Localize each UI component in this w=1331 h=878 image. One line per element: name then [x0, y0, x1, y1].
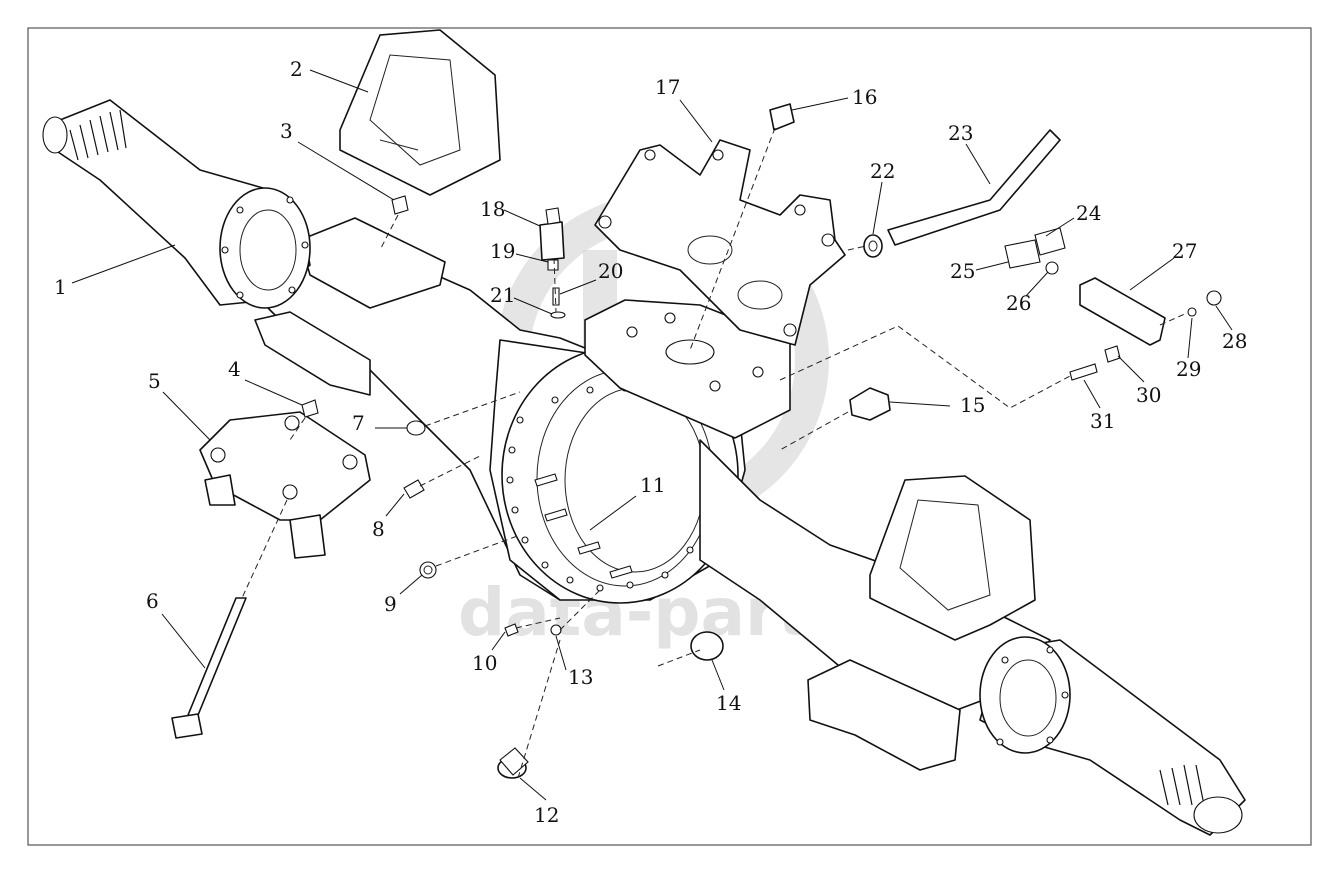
callout-23: 23	[948, 121, 973, 145]
callout-21: 21	[490, 283, 515, 307]
callout-16: 16	[852, 85, 877, 109]
diagram-frame	[27, 27, 1312, 846]
callout-9: 9	[384, 592, 397, 616]
callout-29: 29	[1176, 357, 1201, 381]
callout-27: 27	[1172, 239, 1197, 263]
callout-6: 6	[146, 589, 159, 613]
callout-11: 11	[640, 473, 665, 497]
assembly-lines	[241, 127, 1188, 779]
callout-24: 24	[1076, 201, 1101, 225]
spring-seat-upper-right	[869, 475, 1036, 641]
callout-15: 15	[960, 393, 985, 417]
callout-4: 4	[228, 357, 241, 381]
lower-plate	[199, 411, 371, 559]
callout-19: 19	[490, 239, 515, 263]
left-spindle	[42, 99, 311, 309]
callout-22: 22	[870, 159, 895, 183]
small-parts	[301, 103, 1222, 779]
callout-5: 5	[148, 369, 161, 393]
callout-8: 8	[372, 517, 385, 541]
callout-10: 10	[472, 651, 497, 675]
callout-30: 30	[1136, 383, 1161, 407]
flange-bolt-holes	[506, 384, 716, 592]
callout-3: 3	[280, 119, 293, 143]
spring-seat-upper-left	[339, 29, 501, 196]
callout-18: 18	[480, 197, 505, 221]
callout-25: 25	[950, 259, 975, 283]
right-spindle	[979, 636, 1246, 836]
callout-20: 20	[598, 259, 623, 283]
callout-26: 26	[1006, 291, 1031, 315]
callout-2: 2	[290, 57, 303, 81]
u-bolt	[171, 597, 247, 739]
callout-14: 14	[716, 691, 741, 715]
callout-numbers: 1 2 3 4 5 6 7 8 9 10 11 12 13 14 15 16 1…	[54, 57, 1247, 827]
callout-13: 13	[568, 665, 593, 689]
bracket	[594, 139, 846, 346]
studs	[534, 473, 633, 579]
callout-31: 31	[1090, 409, 1115, 433]
callout-28: 28	[1222, 329, 1247, 353]
callout-1: 1	[54, 275, 67, 299]
leader-lines	[71, 69, 1233, 801]
callout-7: 7	[352, 411, 365, 435]
callout-17: 17	[655, 75, 680, 99]
callout-12: 12	[534, 803, 559, 827]
